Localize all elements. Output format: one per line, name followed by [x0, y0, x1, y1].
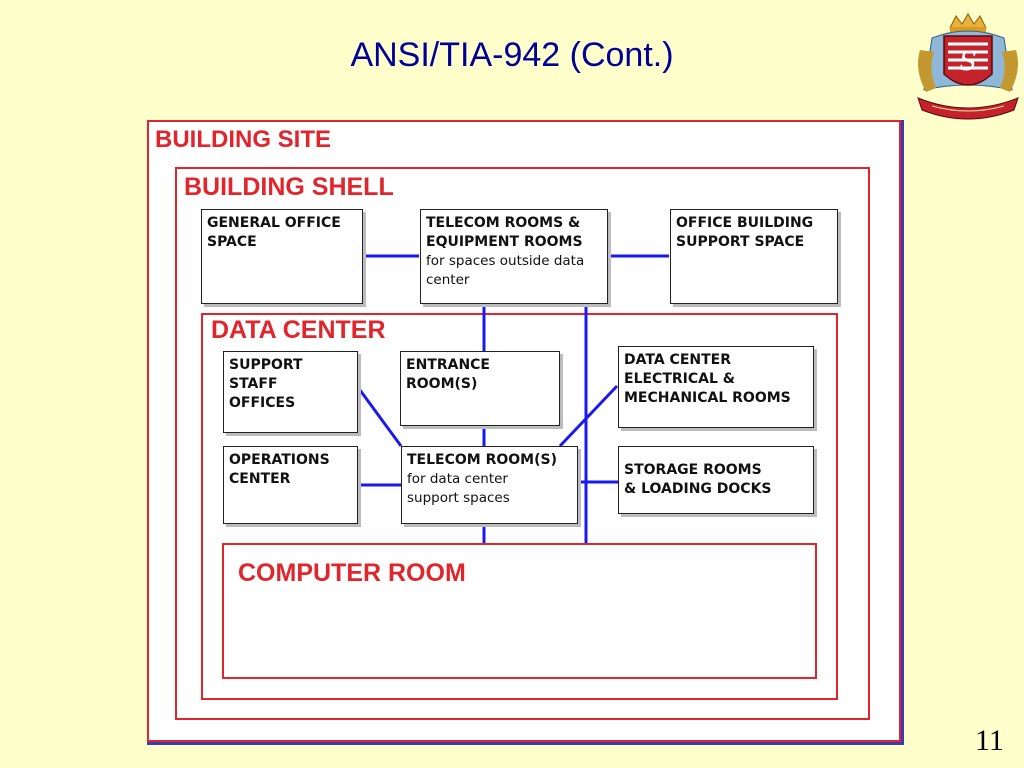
telecom-room-dc-label: TELECOM ROOM(S): [407, 452, 557, 468]
dc-electrical-mechanical-box: DATA CENTER ELECTRICAL & MECHANICAL ROOM…: [618, 346, 814, 428]
data-center-label: DATA CENTER: [211, 316, 386, 344]
support-staff-offices-box: SUPPORT STAFF OFFICES: [223, 351, 358, 433]
building-shell-region: [175, 167, 870, 720]
entrance-room-label: ENTRANCE ROOM(S): [406, 357, 490, 392]
data-center-region: [201, 313, 838, 700]
svg-text:S: S: [959, 47, 977, 77]
support-staff-offices-label: SUPPORT STAFF OFFICES: [229, 357, 303, 411]
computer-room-label: COMPUTER ROOM: [238, 559, 466, 587]
office-building-support-box: OFFICE BUILDING SUPPORT SPACE: [670, 209, 838, 304]
building-shell-label: BUILDING SHELL: [184, 173, 394, 201]
operations-center-label: OPERATIONS CENTER: [229, 452, 330, 487]
connector-lines: [355, 254, 669, 543]
telecom-equipment-rooms-label: TELECOM ROOMS & EQUIPMENT ROOMS: [426, 215, 583, 250]
storage-loading-docks-label: STORAGE ROOMS & LOADING DOCKS: [624, 462, 772, 497]
telecom-room-dc-sublabel: for data center support spaces: [407, 471, 510, 506]
general-office-space-box: GENERAL OFFICE SPACE: [201, 209, 363, 304]
building-site-region: [147, 120, 901, 742]
operations-center-box: OPERATIONS CENTER: [223, 446, 358, 524]
entrance-room-box: ENTRANCE ROOM(S): [400, 351, 560, 426]
building-site-label: BUILDING SITE: [155, 126, 332, 153]
storage-loading-docks-box: STORAGE ROOMS & LOADING DOCKS: [618, 446, 814, 514]
royal-crest-icon: S: [912, 10, 1024, 120]
telecom-equipment-rooms-sublabel: for spaces outside data center: [426, 253, 585, 288]
diagram-canvas: BUILDING SITE BUILDING SHELL DATA CENTER…: [147, 120, 904, 745]
telecom-equipment-rooms-box: TELECOM ROOMS & EQUIPMENT ROOMS for spac…: [420, 209, 608, 304]
dc-electrical-mechanical-label: DATA CENTER ELECTRICAL & MECHANICAL ROOM…: [624, 352, 791, 406]
telecom-room-dc-box: TELECOM ROOM(S) for data center support …: [401, 446, 578, 524]
page-number: 11: [975, 724, 1004, 757]
general-office-space-label: GENERAL OFFICE SPACE: [207, 215, 341, 250]
computer-room-region: [222, 543, 817, 679]
slide-title: ANSI/TIA-942 (Cont.): [350, 36, 674, 74]
office-building-support-label: OFFICE BUILDING SUPPORT SPACE: [676, 215, 814, 250]
